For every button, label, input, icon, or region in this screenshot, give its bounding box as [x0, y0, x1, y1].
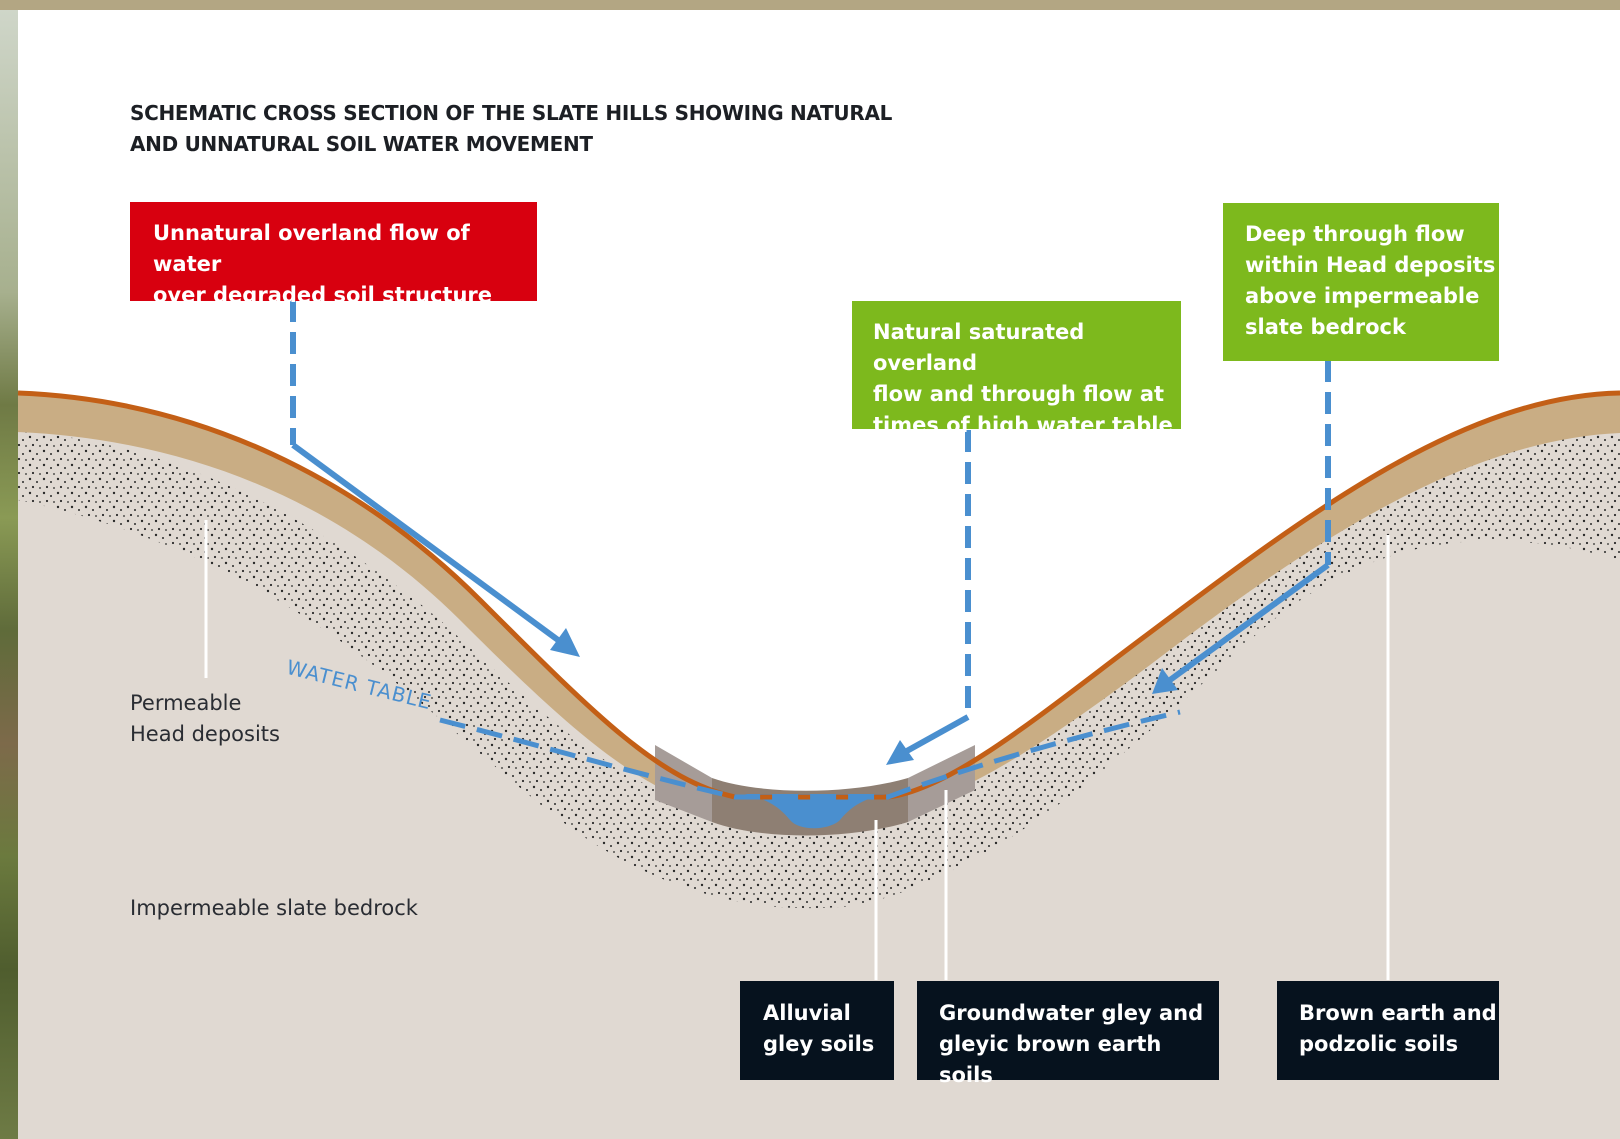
title-line-2: AND UNNATURAL SOIL WATER MOVEMENT: [130, 132, 593, 156]
deep-flow-arrow: [1168, 562, 1330, 683]
alluvial-line-2: gley soils: [763, 1032, 875, 1056]
unnatural-flow-callout: Unnatural overland flow of water over de…: [130, 202, 537, 307]
water-table-line: [439, 709, 1181, 800]
diagram-title: SCHEMATIC CROSS SECTION OF THE SLATE HIL…: [130, 98, 950, 160]
deep-through-flow-callout: Deep through flow within Head deposits a…: [1223, 203, 1499, 361]
deep-flow-line-2: within Head deposits: [1245, 253, 1496, 277]
brown-earth-line-2: podzolic soils: [1299, 1032, 1459, 1056]
brown-earth-line-1: Brown earth and: [1299, 1001, 1497, 1025]
head-deposits-line-1: Permeable: [130, 691, 242, 715]
groundwater-gley-soils-box: Groundwater gley and gleyic brown earth …: [917, 981, 1219, 1087]
deep-flow-arrowhead: [1152, 668, 1178, 694]
groundwater-line-2: gleyic brown earth soils: [939, 1032, 1162, 1087]
landscape-photo-strip: [0, 10, 18, 1139]
natural-flow-arrowhead: [886, 740, 914, 765]
natural-flow-arrow: [903, 714, 970, 755]
unnatural-flow-arrow: [291, 442, 560, 643]
soil-band: [18, 393, 1620, 813]
unnatural-flow-line-1: Unnatural overland flow of water: [153, 221, 470, 276]
natural-flow-line-3: times of high water table: [873, 413, 1173, 437]
unnatural-flow-line-2: over degraded soil structure: [153, 283, 492, 307]
deep-flow-line-3: above impermeable: [1245, 284, 1480, 308]
bedrock-label: Impermeable slate bedrock: [130, 896, 418, 920]
unnatural-flow-arrowhead: [550, 628, 580, 657]
natural-saturated-flow-callout: Natural saturated overland flow and thro…: [852, 301, 1181, 437]
head-deposits-line-2: Head deposits: [130, 722, 280, 746]
groundwater-gley-zone-right: [908, 745, 975, 822]
groundwater-line-1: Groundwater gley and: [939, 1001, 1204, 1025]
natural-flow-line-2: flow and through flow at: [873, 382, 1165, 406]
natural-flow-line-1: Natural saturated overland: [873, 320, 1085, 375]
alluvial-gley-soils-box: Alluvial gley soils: [740, 981, 894, 1080]
deep-flow-line-1: Deep through flow: [1245, 222, 1465, 246]
title-line-1: SCHEMATIC CROSS SECTION OF THE SLATE HIL…: [130, 101, 893, 125]
top-bar: [0, 0, 1620, 10]
head-deposits-layer: [18, 432, 1620, 909]
alluvial-line-1: Alluvial: [763, 1001, 851, 1025]
river-water: [745, 794, 885, 829]
brown-earth-podzolic-soils-box: Brown earth and podzolic soils: [1277, 981, 1499, 1080]
head-deposits-label: Permeable Head deposits: [130, 688, 280, 750]
deep-flow-line-4: slate bedrock: [1245, 315, 1406, 339]
